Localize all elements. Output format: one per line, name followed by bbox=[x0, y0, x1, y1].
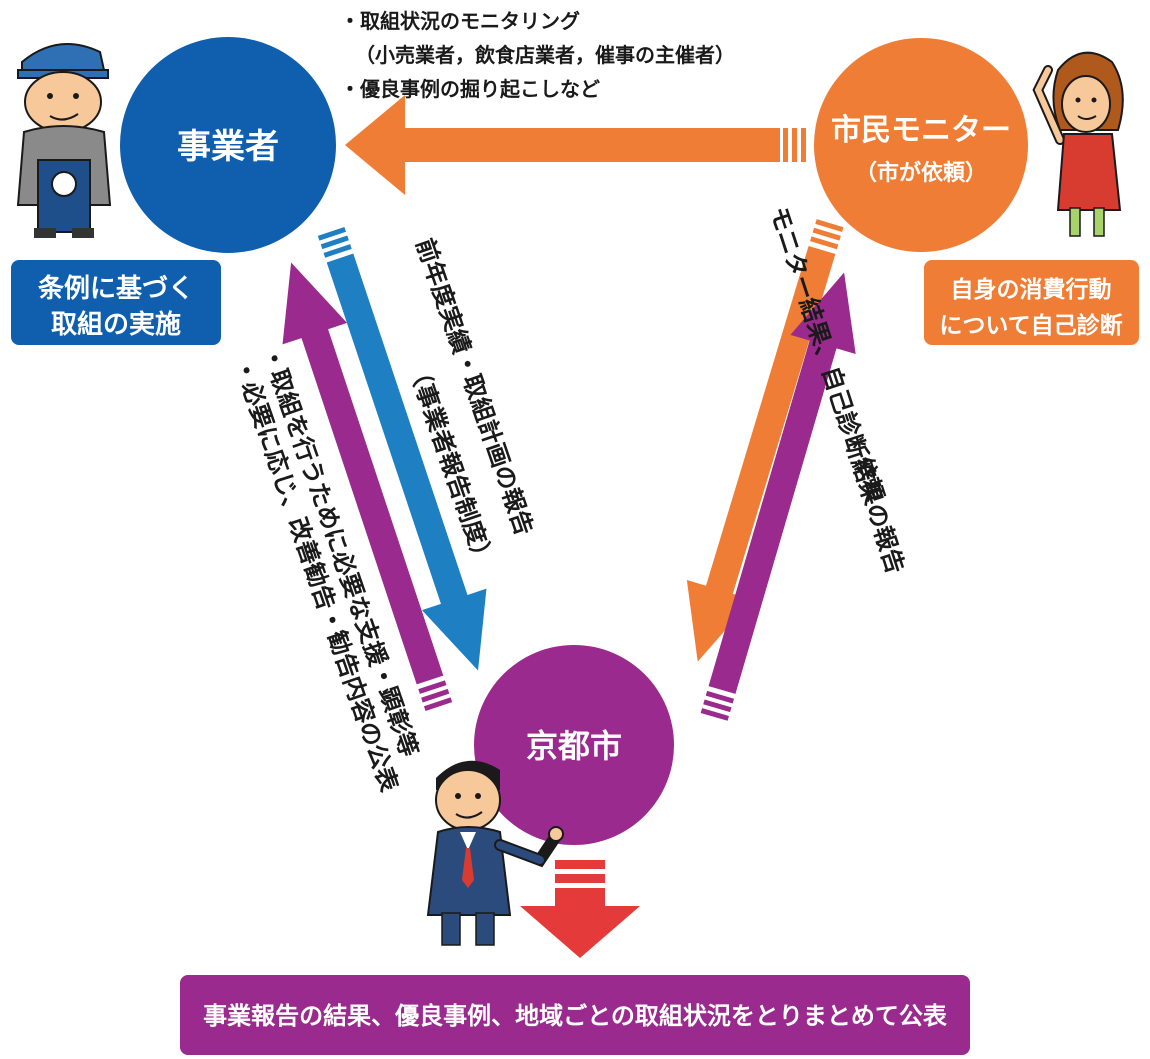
citizen-monitor-illustration bbox=[1032, 51, 1124, 237]
box-citizen-role: 自身の消費行動 について自己診断 bbox=[924, 260, 1139, 345]
business-owner-illustration bbox=[16, 43, 112, 238]
box-business-role: 条例に基づく 取組の実施 bbox=[11, 260, 221, 345]
flow-text-citizen-to-business-line3: ・優良事例の掘り起こしなど bbox=[340, 77, 600, 101]
box-business-role-line2: 取組の実施 bbox=[51, 309, 181, 340]
node-city-label: 京都市 bbox=[526, 727, 622, 765]
city-official-illustration bbox=[426, 760, 564, 946]
flow-text-citizen-to-business-line1: ・取組状況のモニタリング bbox=[340, 9, 580, 33]
node-city: 京都市 bbox=[474, 645, 674, 845]
node-citizen-sublabel: （市が依頼） bbox=[855, 160, 987, 186]
box-citizen-role-line1: 自身の消費行動 bbox=[951, 276, 1112, 303]
flow-text-citizen-to-business-line2: （小売業者，飲食店業者，催事の主催者） bbox=[355, 43, 735, 67]
red-down-arrow bbox=[520, 860, 640, 958]
arrow-city-to-citizen bbox=[700, 272, 856, 721]
node-citizen-label: 市民モニター bbox=[831, 113, 1011, 148]
node-citizen: 市民モニター （市が依頼） bbox=[814, 38, 1028, 252]
flow-text-citizen-to-business: ・取組状況のモニタリング （小売業者，飲食店業者，催事の主催者） ・優良事例の掘… bbox=[340, 9, 735, 101]
arrow-city-to-business bbox=[282, 262, 453, 711]
node-business: 事業者 bbox=[120, 37, 336, 253]
arrow-citizen-to-city bbox=[686, 219, 844, 662]
arrow-business-to-city bbox=[317, 227, 487, 671]
flow-text-city-to-business-line2: ・必要に応じ、改善勧告・勧告内容の公表 bbox=[228, 355, 403, 796]
box-citizen-role-line2: について自己診断 bbox=[939, 312, 1122, 339]
arrow-citizen-to-business bbox=[345, 95, 806, 195]
box-publication: 事業報告の結果、優良事例、地域ごとの取組状況をとりまとめて公表 bbox=[180, 975, 970, 1055]
box-business-role-line1: 条例に基づく bbox=[38, 274, 194, 304]
flow-text-city-to-citizen-line1: 依頼 bbox=[850, 454, 889, 505]
box-publication-text: 事業報告の結果、優良事例、地域ごとの取組状況をとりまとめて公表 bbox=[203, 1002, 948, 1030]
node-business-label: 事業者 bbox=[177, 127, 279, 167]
flow-text-city-to-citizen: 依頼 bbox=[850, 454, 889, 505]
